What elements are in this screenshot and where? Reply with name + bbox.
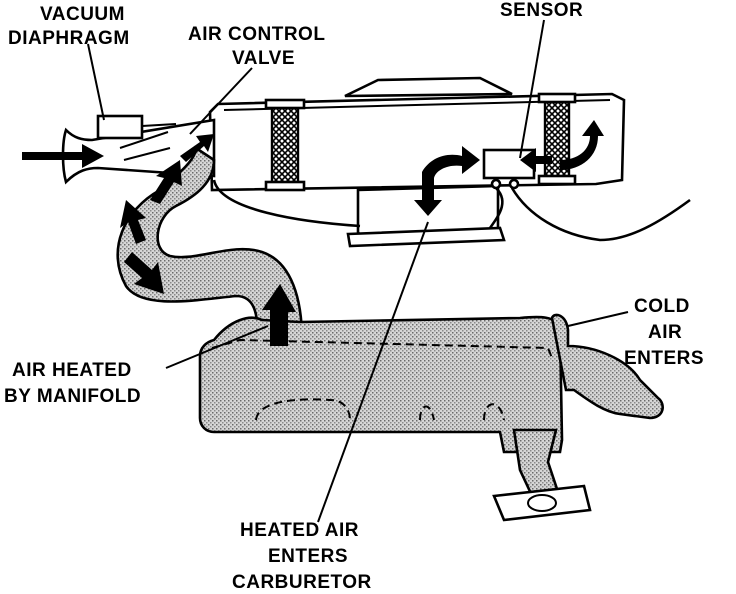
filter-cap-left-bottom	[264, 180, 306, 192]
label-air-control-line2: VALVE	[232, 48, 295, 69]
label-cold-line3: ENTERS	[624, 348, 704, 369]
sensor-flow-arrow	[520, 148, 552, 172]
label-heated-air-line1: HEATED AIR	[240, 520, 359, 541]
leader-air-heated	[165, 325, 269, 369]
label-vacuum-line2: DIAPHRAGM	[8, 28, 130, 49]
label-air-control-line1: AIR CONTROL	[188, 24, 325, 45]
label-air-heated-line2: BY MANIFOLD	[4, 386, 141, 407]
exhaust-manifold	[198, 315, 564, 454]
sensor-port-left	[490, 178, 502, 190]
leader-vacuum-diaphragm	[87, 43, 105, 121]
inlet-arrow	[22, 144, 104, 168]
vacuum-hose-left	[212, 179, 361, 228]
leader-air-control-valve	[189, 67, 253, 135]
heated-flow-arrow-2	[150, 160, 182, 204]
sensor-port-right	[508, 178, 520, 190]
valve-flow-arrow	[180, 134, 214, 162]
label-sensor: SENSOR	[500, 0, 583, 21]
exhaust-flange-hole	[527, 494, 557, 512]
air-cleaner-lid	[344, 76, 513, 98]
heated-flow-arrow-1	[120, 200, 146, 244]
into-carb-arrow	[414, 146, 480, 216]
vacuum-hose-outer	[510, 187, 691, 242]
label-heated-air-line2: ENTERS	[268, 546, 348, 567]
carburetor-flange	[346, 226, 506, 248]
label-heated-air-line3: CARBURETOR	[232, 572, 372, 593]
air-control-valve-door	[119, 131, 171, 161]
leader-cold-air	[567, 311, 629, 327]
label-vacuum-line1: VACUUM	[40, 4, 125, 25]
leader-heated-air	[317, 221, 429, 523]
manifold-port-dashed	[255, 398, 505, 421]
label-air-heated-line1: AIR HEATED	[12, 360, 132, 381]
cold-air-curl-arrow	[560, 120, 604, 170]
diaphragm-rod	[141, 123, 177, 127]
filter-cap-right-bottom	[537, 174, 577, 186]
label-cold-line1: COLD	[634, 296, 690, 317]
vacuum-hose-right	[488, 185, 504, 229]
label-cold-line2: AIR	[648, 322, 682, 343]
vacuum-diaphragm	[96, 114, 144, 140]
leader-sensor	[519, 19, 545, 159]
exhaust-flange	[492, 484, 592, 522]
filter-cap-right-top	[537, 92, 577, 104]
filter-element-left	[270, 102, 300, 188]
heated-flow-arrow-4	[124, 252, 164, 294]
heated-flow-arrow-3	[262, 284, 296, 346]
filter-cap-left-top	[264, 98, 306, 110]
cold-air-elbow	[550, 313, 664, 420]
